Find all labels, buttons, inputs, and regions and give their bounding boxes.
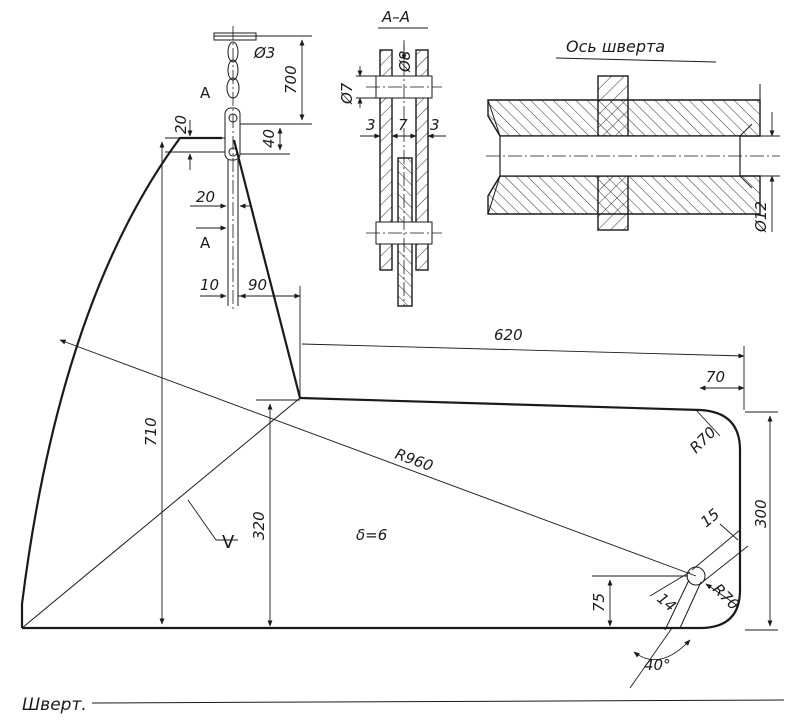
section-a-a: A–A Ø8 Ø7 3 7 3	[338, 8, 446, 307]
axis-detail: Ось шверта Ø12	[486, 37, 780, 233]
section-dim-3-left: 3	[366, 116, 376, 134]
dim-90: 90	[248, 276, 267, 294]
section-mark-a-bottom: A	[200, 234, 211, 252]
dim-R70-top: R70	[686, 423, 720, 457]
section-dim-diameter-7: Ø7	[338, 82, 356, 105]
dim-320: 320	[250, 511, 268, 540]
dim-15: 15	[697, 505, 723, 531]
axis-dim-diameter-12: Ø12	[752, 201, 770, 233]
dim-20-mid: 20	[196, 188, 215, 206]
axis-detail-title: Ось шверта	[566, 37, 665, 56]
chain-assembly	[213, 26, 312, 310]
dim-700: 700	[282, 65, 300, 94]
section-dim-7: 7	[398, 116, 408, 134]
thickness-label: δ=6	[356, 526, 387, 544]
caption: Шверт.	[22, 695, 785, 715]
dim-40: 40	[260, 129, 278, 148]
dim-710: 710	[142, 417, 160, 446]
section-dim-diameter-8: Ø8	[396, 51, 414, 73]
dim-10: 10	[200, 276, 219, 294]
dimension-lines	[59, 35, 778, 689]
dim-20-top: 20	[172, 115, 190, 134]
dim-620: 620	[494, 326, 523, 344]
dim-diameter-3: Ø3	[253, 44, 275, 62]
dim-14: 14	[653, 589, 679, 615]
dim-300: 300	[752, 499, 770, 528]
dim-70-top: 70	[706, 368, 725, 386]
dim-angle-40: 40°	[644, 656, 671, 674]
section-mark-a-top: A	[200, 84, 211, 102]
view-mark-v: V	[222, 532, 235, 553]
dim-75: 75	[590, 593, 608, 612]
caption-text: Шверт.	[22, 695, 87, 715]
centerboard-outline	[20, 136, 742, 631]
section-dim-3-right: 3	[430, 116, 440, 134]
dim-R960: R960	[393, 445, 436, 475]
section-a-a-title: A–A	[381, 8, 410, 26]
